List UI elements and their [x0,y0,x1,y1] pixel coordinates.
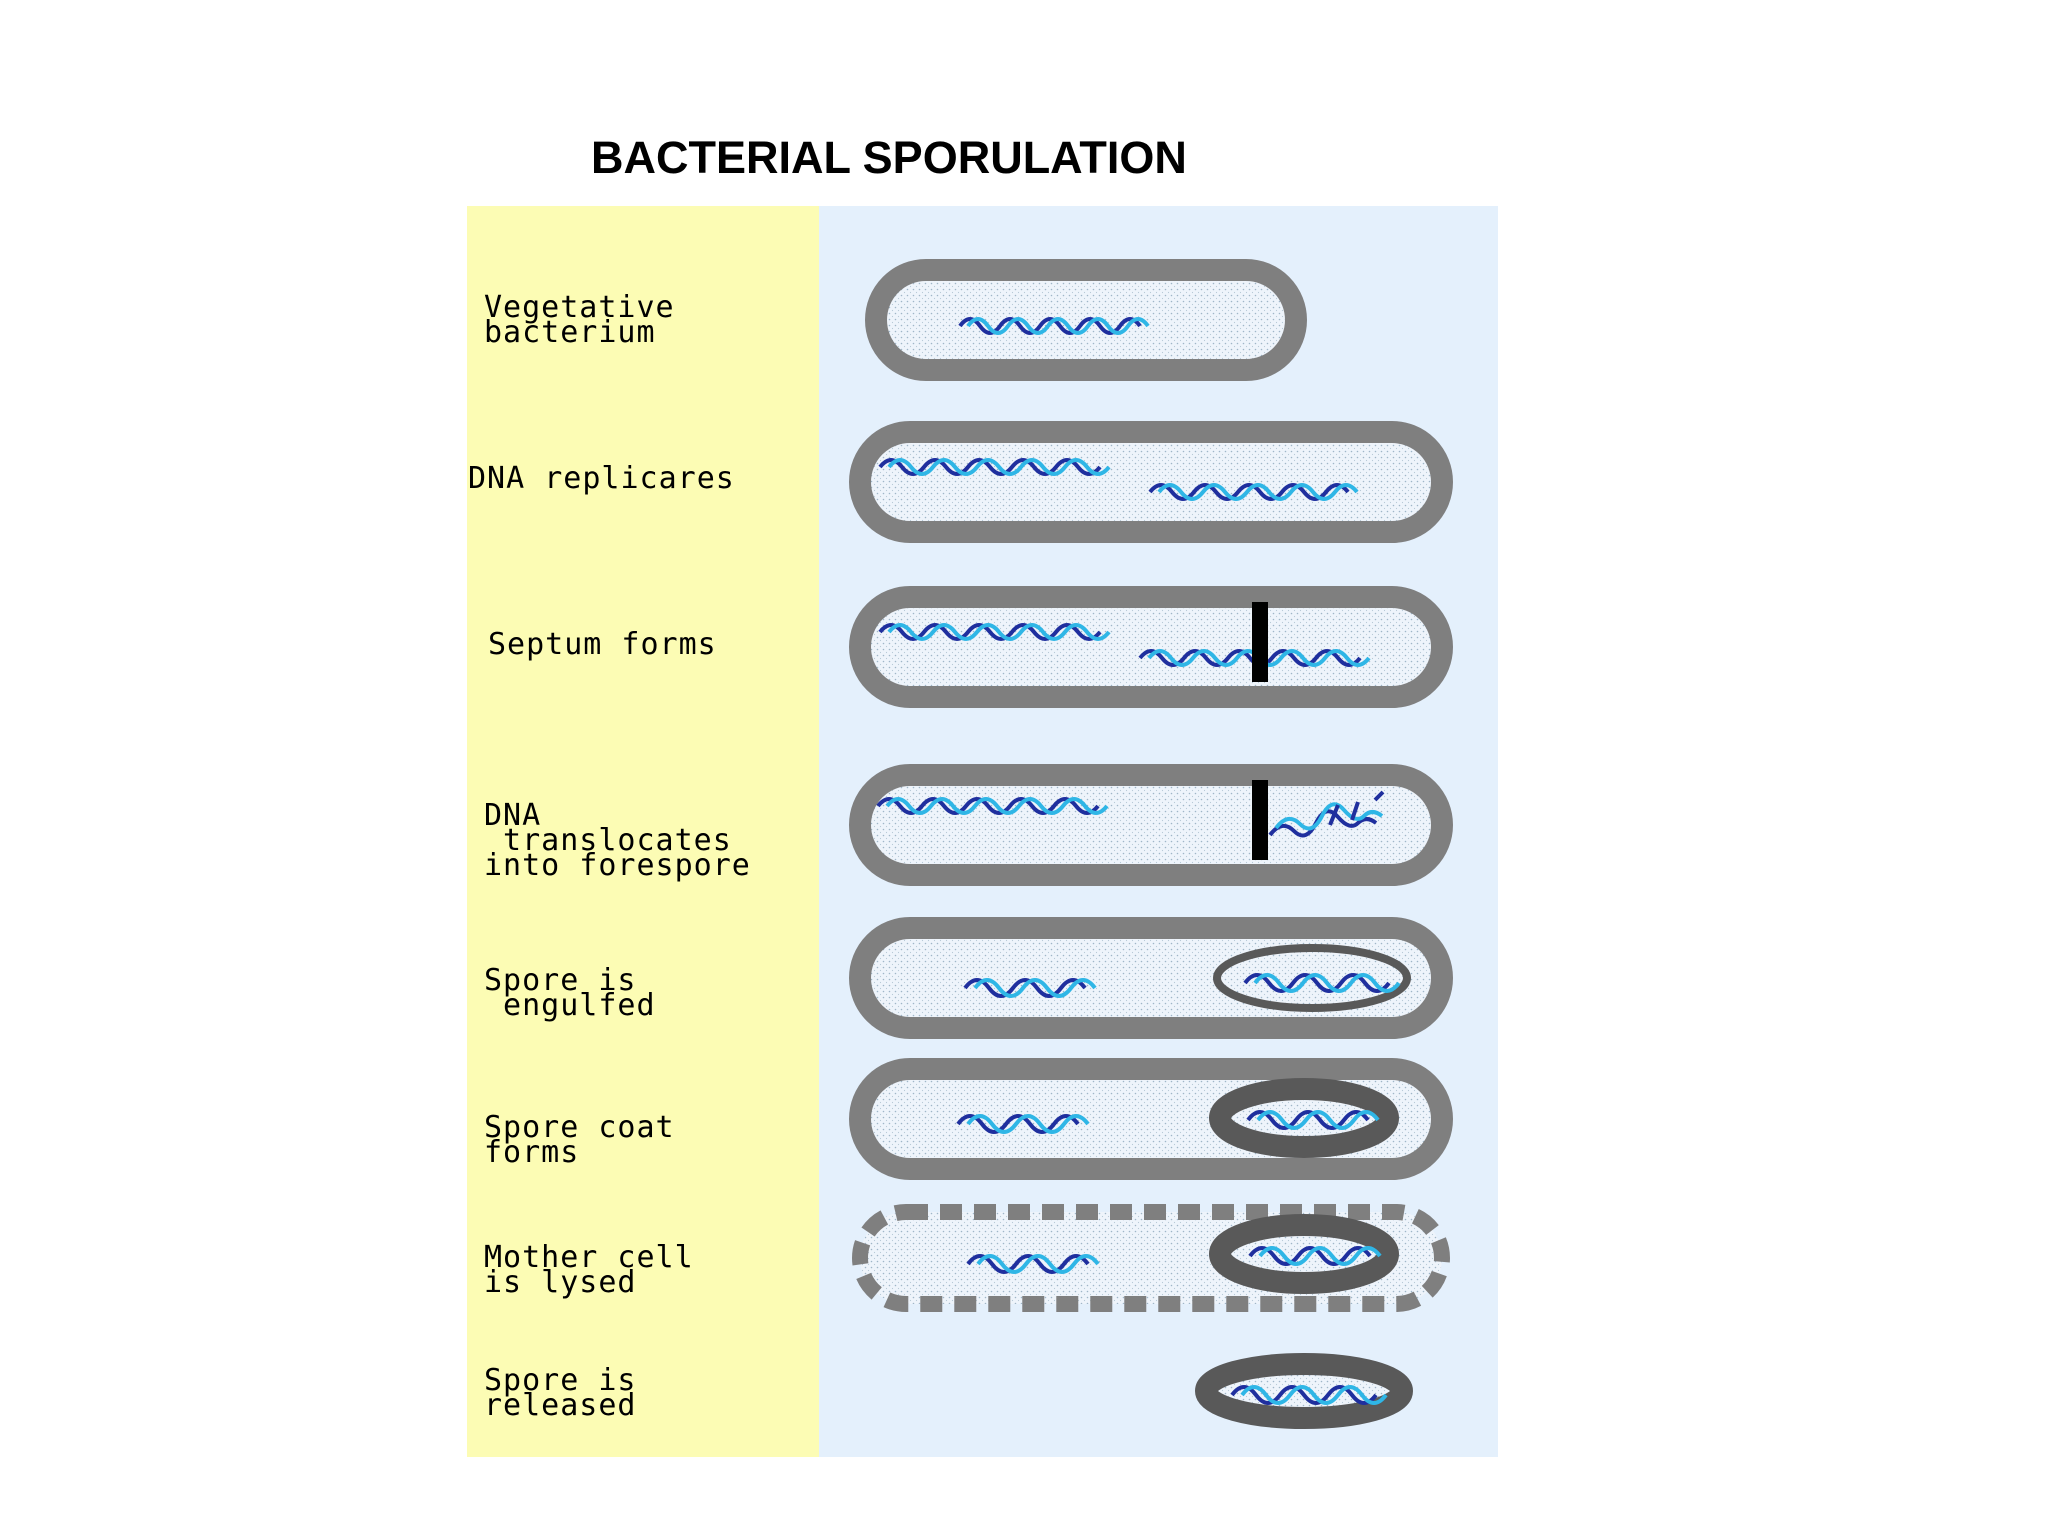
vegetative-cell [865,259,1307,381]
dna-strand [1268,790,1385,838]
engulfing-cell [849,917,1453,1039]
released-spore [1195,1353,1413,1429]
dna-strand [878,458,1111,476]
replicating-cell [849,421,1453,543]
septum [1252,780,1268,860]
dna-strand [1230,1385,1388,1405]
translocating-cell [849,764,1453,886]
dna-strand [963,978,1097,998]
dna-strand [1248,1246,1382,1266]
dna-strand [966,1254,1100,1274]
septum-cell [849,586,1453,708]
dna-strand [876,797,1109,815]
page-title: BACTERIAL SPORULATION [591,132,1187,183]
stage-label-septum-forms: Septum forms [488,627,717,662]
dna-strand [1243,973,1401,993]
stage-label-dna-replicates: DNA replicares [468,461,735,496]
dna-strand [956,1114,1090,1134]
spore [1209,1078,1399,1158]
spore [1209,1214,1399,1294]
lysed-cell [852,1204,1450,1312]
stage-label-spore-engulfed: Spore is engulfed [484,963,656,1023]
dna-strand [1246,1110,1380,1130]
septum [1252,602,1268,682]
dna-strand [878,623,1111,641]
dna-strand [1148,483,1359,501]
spore-coat-cell [849,1058,1453,1180]
stage-labels-panel [467,206,819,1457]
dna-strand [958,317,1150,335]
